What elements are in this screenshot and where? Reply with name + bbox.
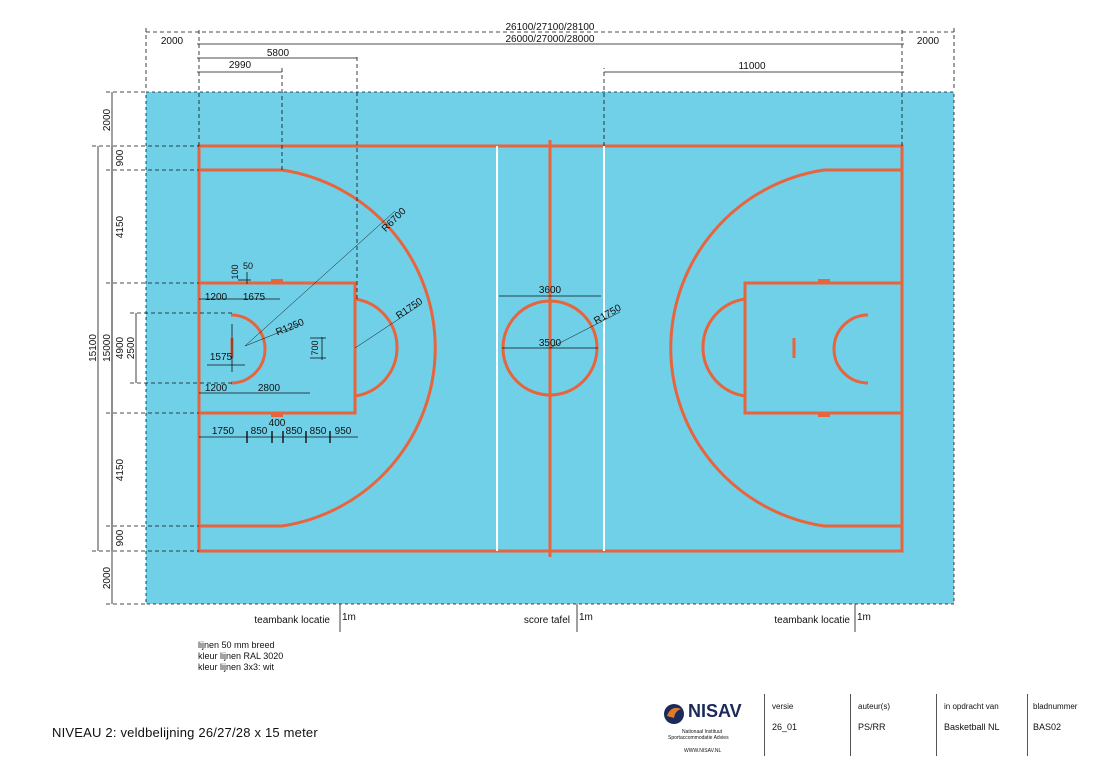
dim-2990: 2990 (229, 60, 252, 71)
dim-bottom-850-c: 850 (310, 426, 327, 437)
note-line-color: kleur lijnen RAL 3020 (198, 651, 284, 661)
logo-sub-2: Sportaccommodatie Advies (668, 735, 729, 741)
dim-1200-top: 1200 (205, 292, 228, 303)
dim-11000: 11000 (738, 61, 766, 72)
client-value: Basketball NL (944, 722, 1000, 732)
left-free-throw-arc (354, 297, 399, 398)
marker-1m-center: 1m (579, 612, 593, 623)
logo-url: WWW.NISAV.NL (684, 748, 722, 754)
dim-1575: 1575 (210, 352, 233, 363)
dim-700: 700 (310, 340, 320, 355)
dim-2000-top: 2000 (102, 108, 113, 131)
dim-4150-bottom: 4150 (115, 458, 126, 481)
dim-bottom-1750: 1750 (212, 426, 235, 437)
note-3x3-color: kleur lijnen 3x3: wit (198, 662, 275, 672)
version-value: 26_01 (772, 722, 798, 732)
right-no-charge-arc (832, 313, 869, 385)
dim-15100: 15100 (88, 334, 99, 362)
dim-total-inner: 26000/27000/28000 (506, 34, 595, 45)
dim-bottom-950: 950 (335, 426, 352, 437)
version-label: versie (772, 702, 794, 711)
tb-separator (936, 694, 937, 756)
dim-4150-top: 4150 (115, 215, 126, 238)
dim-2000-bottom: 2000 (102, 566, 113, 589)
author-label: auteur(s) (858, 702, 891, 711)
dim-3500: 3500 (539, 338, 562, 349)
sheet-label: bladnummer (1033, 702, 1078, 711)
dim-3600: 3600 (539, 285, 562, 296)
dim-1675: 1675 (243, 292, 266, 303)
author-value: PS/RR (858, 722, 886, 732)
dim-15000: 15000 (102, 334, 113, 362)
marker-1m-right: 1m (857, 612, 871, 623)
dim-2800: 2800 (258, 383, 281, 394)
dim-900-bottom: 900 (115, 529, 126, 546)
dim-50: 50 (243, 261, 253, 271)
dim-total-outer: 26100/27100/28100 (506, 22, 595, 33)
left-no-charge-arc (230, 313, 267, 385)
right-three-point-line (669, 168, 902, 528)
dimension-lines (92, 28, 955, 632)
dim-900-top: 900 (115, 149, 126, 166)
logo-text: NISAV (688, 701, 742, 721)
dim-runout-right: 2000 (917, 36, 940, 47)
marker-1m-left: 1m (342, 612, 356, 623)
note-line-width: lijnen 50 mm breed (198, 640, 275, 650)
tb-separator (764, 694, 765, 756)
logo-sub-1: Nationaal Instituut (682, 729, 723, 735)
dim-1200-bottom: 1200 (205, 383, 228, 394)
dim-5800: 5800 (267, 48, 290, 59)
tb-separator (850, 694, 851, 756)
client-label: in opdracht van (944, 702, 999, 711)
score-table-label: score tafel (524, 615, 570, 626)
dim-4900: 4900 (115, 336, 126, 359)
left-three-point-line (199, 168, 437, 528)
teambank-left-label: teambank locatie (254, 615, 330, 626)
tb-separator (1027, 694, 1028, 756)
dim-bottom-850-b: 850 (286, 426, 303, 437)
nisav-logo: NISAV Nationaal Instituut Sportaccommoda… (660, 698, 760, 758)
dim-runout-left: 2000 (161, 36, 184, 47)
right-free-throw-arc (701, 297, 746, 398)
white-3x3-lines (496, 146, 605, 551)
dim-100: 100 (230, 264, 240, 279)
sheet-value: BAS02 (1033, 722, 1062, 732)
dim-2500: 2500 (126, 336, 137, 359)
lane-marks (271, 279, 830, 417)
teambank-right-label: teambank locatie (774, 615, 850, 626)
dim-bottom-400: 400 (269, 418, 286, 429)
nisav-emblem-icon (664, 704, 684, 724)
dim-bottom-850-a: 850 (251, 426, 268, 437)
drawing-title: NIVEAU 2: veldbelijning 26/27/28 x 15 me… (52, 725, 318, 740)
